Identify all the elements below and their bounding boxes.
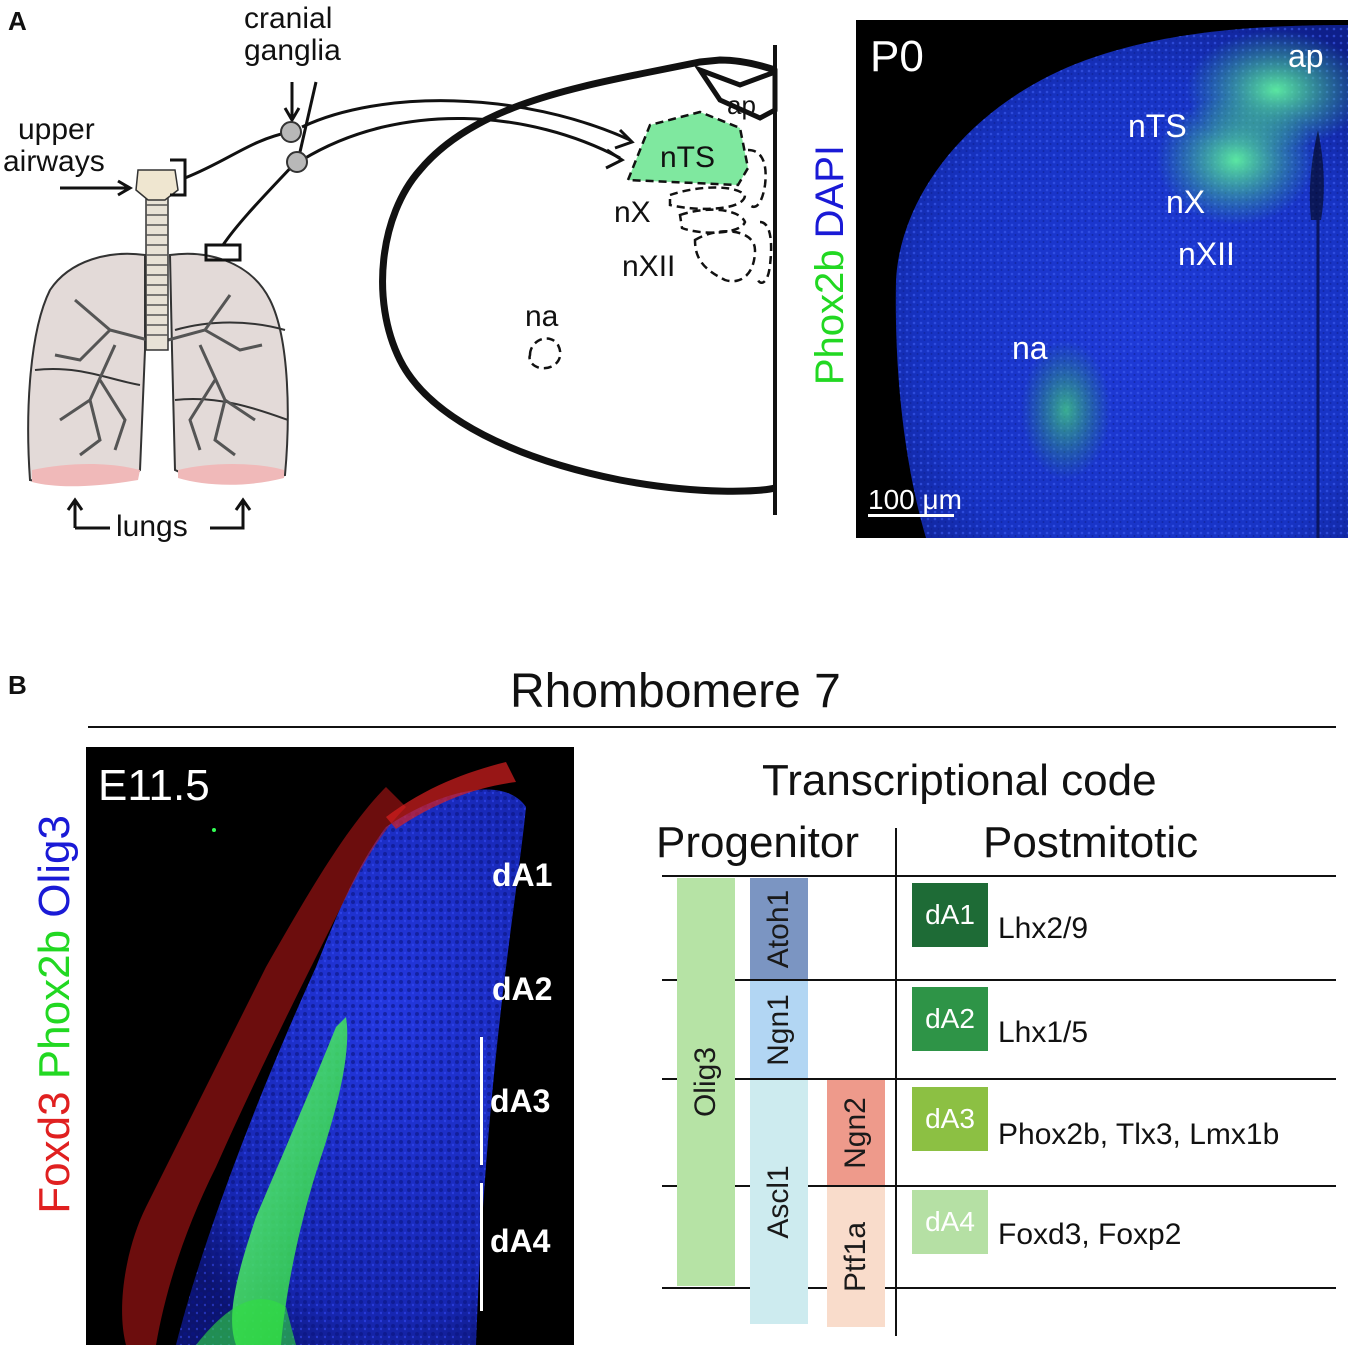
lungs-drawing bbox=[27, 252, 289, 487]
progenitor-header: Progenitor bbox=[656, 818, 860, 867]
schematic-nx-label: nX bbox=[614, 196, 651, 229]
brainstem-section-drawing bbox=[379, 45, 778, 515]
dA1-markers: Lhx2/9 bbox=[998, 912, 1089, 945]
bar-ptf1a: Ptf1a bbox=[827, 1187, 885, 1327]
p0-nts-label: nTS bbox=[1128, 108, 1187, 144]
p0-nxii-label: nXII bbox=[1178, 236, 1235, 272]
e115-tissue bbox=[122, 762, 526, 1345]
dA2-markers: Lhx1/5 bbox=[998, 1016, 1089, 1049]
stain-phox2b-b: Phox2b bbox=[30, 929, 79, 1080]
e115-age-label: E11.5 bbox=[98, 761, 210, 810]
e115-da3-label: dA3 bbox=[490, 1083, 551, 1119]
bar-ngn1-label: Ngn1 bbox=[762, 993, 795, 1066]
nerve-paths bbox=[60, 81, 635, 530]
bar-ascl1: Ascl1 bbox=[750, 1080, 808, 1324]
p0-age-label: P0 bbox=[870, 32, 924, 81]
row-line-4 bbox=[662, 1185, 1336, 1187]
dA3-box: dA3 bbox=[912, 1087, 988, 1151]
p0-micrograph: P0 ap nTS nX nXII na 100 μm bbox=[856, 20, 1348, 538]
trachea-drawing bbox=[135, 169, 179, 351]
stain-dapi: DAPI bbox=[808, 145, 852, 239]
da4-extent-line bbox=[480, 1183, 483, 1311]
stain-olig3: Olig3 bbox=[30, 815, 79, 918]
stain-phox2b: Phox2b bbox=[808, 249, 852, 386]
bar-olig3: Olig3 bbox=[677, 878, 735, 1286]
bar-atoh1-label: Atoh1 bbox=[762, 889, 795, 968]
e115-micrograph: E11.5 dA1 dA2 dA3 dA4 bbox=[86, 747, 574, 1345]
stain-foxd3: Foxd3 bbox=[30, 1091, 79, 1214]
bar-atoh1: Atoh1 bbox=[750, 878, 808, 979]
p0-tissue bbox=[895, 25, 1348, 538]
da3-extent-line bbox=[480, 1037, 483, 1165]
e115-da2-label: dA2 bbox=[492, 971, 553, 1007]
dA4-box: dA4 bbox=[912, 1190, 988, 1254]
row-line-1 bbox=[662, 875, 1336, 877]
lungs-label: lungs bbox=[116, 510, 188, 543]
panel-b-title: Rhombomere 7 bbox=[510, 665, 841, 718]
cranial-label-line1: cranial bbox=[244, 2, 333, 35]
panel-a-schematic bbox=[27, 45, 778, 530]
bar-olig3-label: Olig3 bbox=[689, 1046, 722, 1118]
bar-ngn1: Ngn1 bbox=[750, 981, 808, 1078]
panel-a-stain-legend: Phox2b DAPI bbox=[808, 145, 853, 395]
scale-bar-label: 100 μm bbox=[868, 484, 962, 515]
panel-b-title-rule bbox=[88, 726, 1336, 728]
p0-na-label: na bbox=[1012, 330, 1048, 366]
scale-bar bbox=[868, 514, 954, 517]
e115-da1-label: dA1 bbox=[492, 857, 553, 893]
panel-b-stain-legend: Foxd3 Phox2b Olig3 bbox=[30, 815, 80, 1225]
postmitotic-header: Postmitotic bbox=[983, 818, 1199, 867]
p0-ap-label: ap bbox=[1288, 38, 1324, 74]
row-line-5 bbox=[662, 1287, 1336, 1289]
ganglia-label-line2: ganglia bbox=[244, 34, 341, 67]
row-line-2 bbox=[662, 979, 1336, 981]
bar-ngn2-label: Ngn2 bbox=[839, 1096, 872, 1169]
dA1-box: dA1 bbox=[912, 883, 988, 947]
ganglion-upper bbox=[280, 121, 302, 143]
schematic-ap-label: ap bbox=[727, 90, 756, 120]
schematic-nts-label: nTS bbox=[660, 141, 716, 174]
upper-airways-line2: airways bbox=[3, 145, 105, 178]
bar-ascl1-label: Ascl1 bbox=[762, 1165, 795, 1239]
row-line-3 bbox=[662, 1078, 1336, 1080]
bar-ptf1a-label: Ptf1a bbox=[839, 1221, 872, 1293]
schematic-na-label: na bbox=[525, 300, 559, 333]
upper-airways-line1: upper bbox=[18, 113, 95, 146]
panel-b-letter: B bbox=[8, 670, 27, 700]
p0-nx-label: nX bbox=[1166, 184, 1206, 220]
ganglion-lower bbox=[286, 151, 308, 173]
code-divider bbox=[895, 828, 897, 1336]
dA4-markers: Foxd3, Foxp2 bbox=[998, 1218, 1182, 1251]
dA2-box: dA2 bbox=[912, 987, 988, 1051]
schematic-nxii-label: nXII bbox=[622, 250, 676, 283]
code-title: Transcriptional code bbox=[762, 756, 1157, 805]
bar-ngn2: Ngn2 bbox=[827, 1080, 885, 1185]
dA3-markers: Phox2b, Tlx3, Lmx1b bbox=[998, 1118, 1280, 1151]
e115-da4-label: dA4 bbox=[490, 1223, 551, 1259]
panel-a-letter: A bbox=[8, 6, 27, 36]
